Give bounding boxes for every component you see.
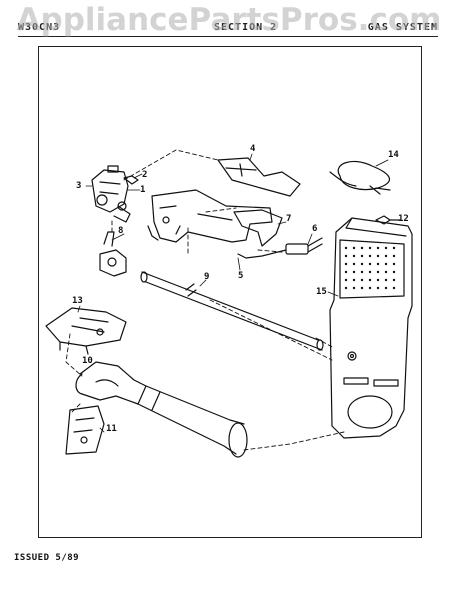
flame-sensor-part [237, 237, 323, 259]
callout-7: 7 [286, 214, 292, 224]
orifice-fitting [99, 231, 127, 277]
issued-date: ISSUED 5/89 [14, 553, 80, 563]
callout-14: 14 [388, 150, 399, 160]
gas-valve-assembly [91, 165, 139, 223]
page-header: W30CN3 SECTION 2 GAS SYSTEM [18, 22, 438, 38]
housing-grille [344, 246, 396, 290]
combustion-chamber [75, 361, 248, 458]
callout-12: 12 [398, 214, 409, 224]
igniter-part [45, 307, 127, 355]
model-code: W30CN3 [18, 22, 61, 33]
callout-3: 3 [76, 181, 82, 191]
leader-lines [77, 153, 395, 433]
callout-6: 6 [312, 224, 318, 234]
wire-harness-part [329, 161, 391, 195]
callout-10: 10 [82, 356, 93, 366]
callout-8: 8 [118, 226, 124, 236]
burner-tube [140, 271, 324, 351]
mounting-bracket [147, 189, 273, 243]
callout-13: 13 [72, 296, 83, 306]
heat-shield-bracket [65, 405, 105, 455]
callout-5: 5 [238, 271, 244, 281]
callout-2: 2 [142, 170, 148, 180]
header-rule [18, 36, 438, 37]
callout-15: 15 [316, 287, 327, 297]
top-shield-part [217, 157, 301, 197]
assembly-dashed-lines [65, 149, 345, 451]
section-label: SECTION 2 [214, 22, 278, 33]
burner-housing [329, 217, 413, 439]
section-title: GAS SYSTEM [367, 22, 438, 33]
callout-11: 11 [106, 424, 117, 434]
callout-1: 1 [140, 185, 146, 195]
diagram-frame [38, 46, 422, 538]
callout-9: 9 [204, 272, 210, 282]
flame-bracket [233, 209, 283, 247]
callout-4: 4 [250, 144, 256, 154]
